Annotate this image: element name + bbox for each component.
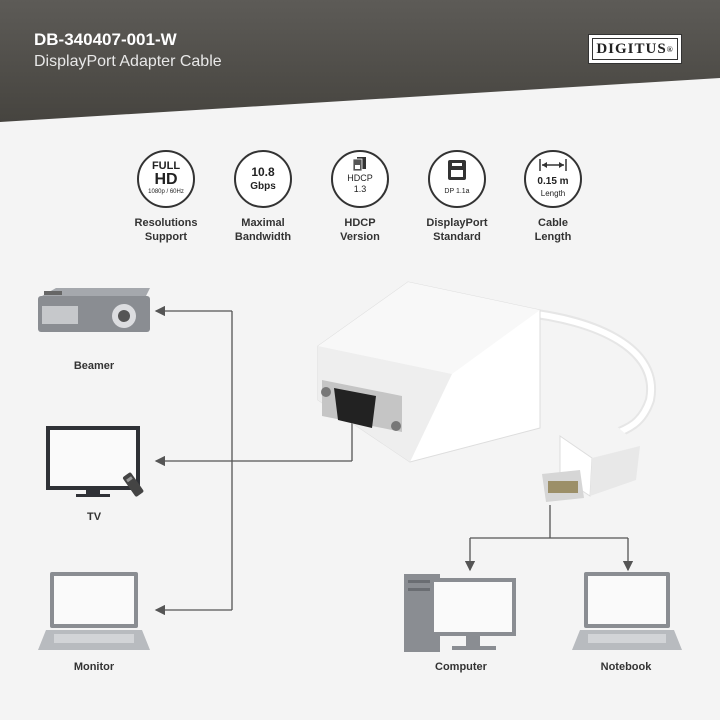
tv-label: TV	[86, 511, 102, 523]
tv-icon	[46, 426, 144, 497]
adapter-product-image	[317, 281, 657, 502]
mini-displayport-plug-icon	[542, 424, 640, 502]
feature-label-line2: Bandwidth	[234, 231, 292, 243]
full-hd-line2: HD	[154, 171, 178, 188]
bandwidth-unit: Gbps	[250, 181, 276, 192]
product-subtitle: DisplayPort Adapter Cable	[34, 53, 222, 70]
feature-label-line1: Cable	[538, 217, 568, 229]
beamer-label: Beamer	[73, 360, 115, 372]
cable-length-icon: 0.15 m Length	[524, 150, 582, 208]
document-lock-icon	[352, 157, 366, 172]
full-hd-line3: 1080p / 60Hz	[148, 189, 184, 195]
dp-version-text: DP 1.1a	[444, 188, 470, 195]
bandwidth-value: 10.8	[251, 165, 275, 179]
length-unit-text: Length	[540, 189, 566, 198]
brand-logo: DIGITUS®	[588, 34, 682, 64]
length-arrow-icon	[539, 159, 567, 171]
notebook-icon	[572, 572, 682, 650]
displayport-icon: DP 1.1a	[428, 150, 486, 208]
remote-control-icon	[122, 472, 144, 497]
monitor-label: Monitor	[73, 661, 115, 673]
vga-port-icon	[321, 380, 402, 432]
product-sku: DB-340407-001-W	[34, 30, 177, 49]
computer-icon	[404, 574, 516, 652]
hdcp-icon: HDCP 1.3	[331, 150, 389, 208]
feature-label-line2: Standard	[433, 231, 481, 243]
length-value: 0.15 m	[537, 176, 569, 187]
dp-connector-icon	[448, 160, 466, 180]
connection-lines	[154, 305, 634, 616]
brand-name: DIGITUS	[596, 40, 667, 57]
bandwidth-icon: 10.8 Gbps	[234, 150, 292, 208]
monitor-icon	[38, 572, 150, 650]
feature-label-line1: Resolutions	[134, 217, 198, 229]
feature-label-line2: Length	[534, 231, 572, 243]
feature-label-line2: Version	[340, 231, 380, 243]
feature-label-line1: HDCP	[344, 217, 376, 229]
feature-label-line1: Maximal	[241, 217, 285, 229]
hdcp-text: HDCP	[347, 173, 373, 183]
feature-label-line2: Support	[144, 231, 188, 243]
notebook-label: Notebook	[600, 661, 652, 673]
full-hd-icon: FULL HD 1080p / 60Hz	[137, 150, 195, 208]
feature-hdcp: HDCP 1.3 HDCP Version	[310, 150, 410, 244]
hdcp-version-text: 1.3	[353, 184, 367, 194]
beamer-icon	[38, 288, 150, 332]
feature-label-line1: DisplayPort	[426, 217, 488, 229]
full-hd-line1: FULL	[151, 160, 181, 172]
brand-registered-mark: ®	[666, 44, 674, 54]
computer-label: Computer	[435, 661, 487, 673]
